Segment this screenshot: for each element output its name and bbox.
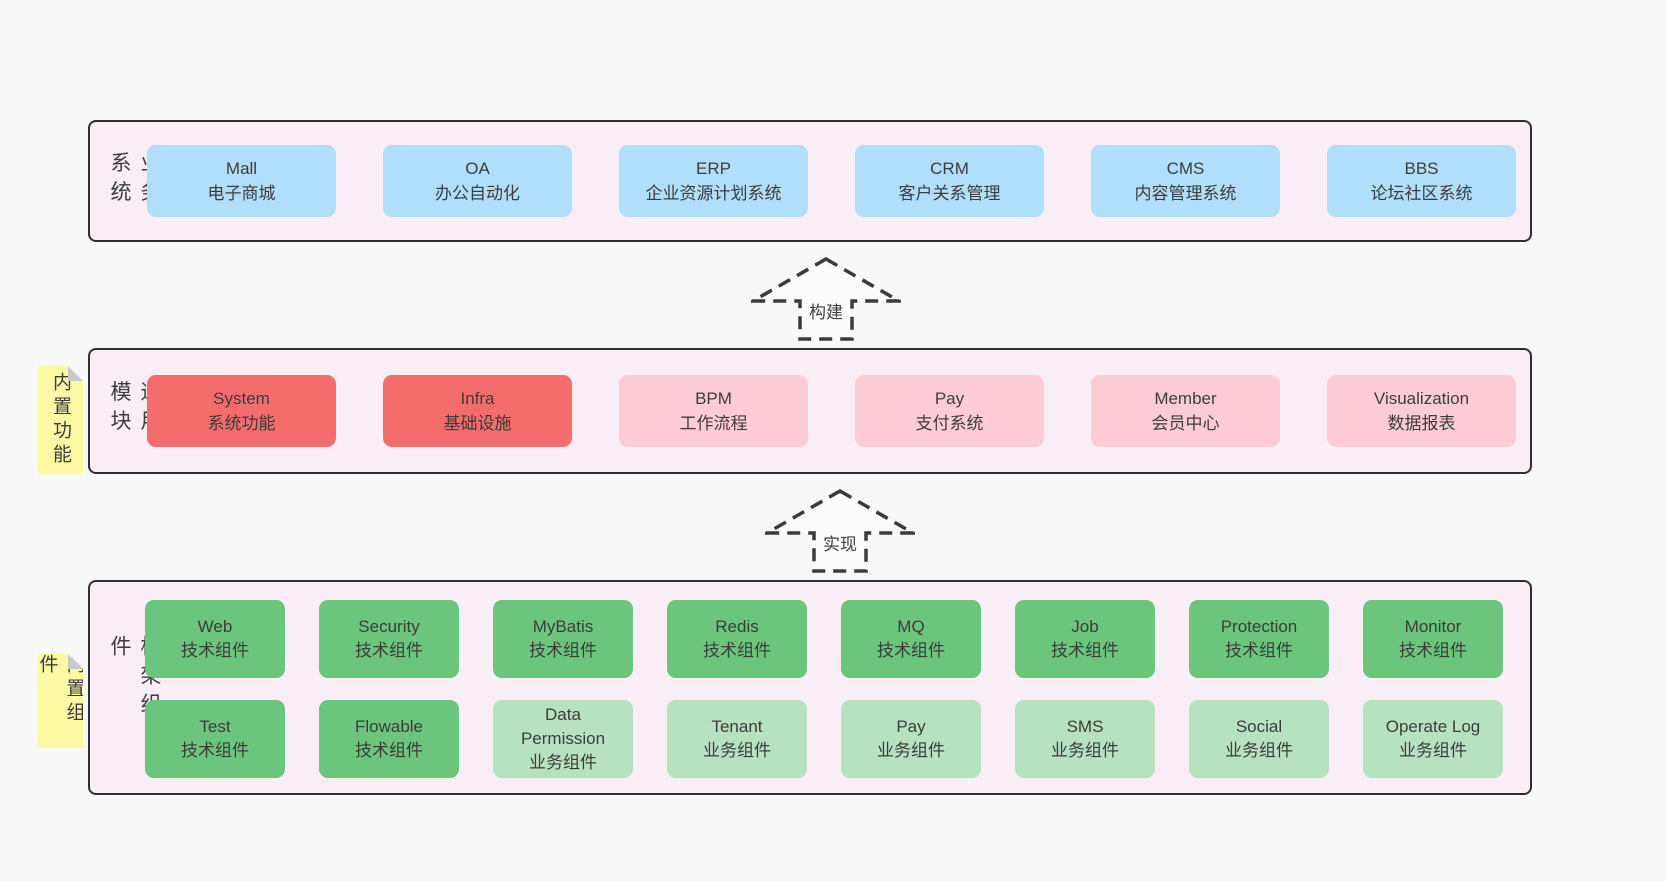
box-title: BPM [695, 388, 732, 408]
arrow-up-icon [751, 257, 901, 341]
box-bpm: BPM 工作流程 [619, 375, 808, 447]
box-web: Web 技术组件 [145, 600, 285, 678]
box-test: Test 技术组件 [145, 700, 285, 778]
box-data-permission: Data Permission 业务组件 [493, 700, 633, 778]
box-social: Social 业务组件 [1189, 700, 1329, 778]
box-title: SMS [1066, 717, 1104, 737]
box-title: Job [1071, 617, 1099, 637]
box-cms: CMS 内容管理系统 [1091, 145, 1280, 217]
box-title: Mall [225, 158, 258, 178]
box-flowable: Flowable 技术组件 [319, 700, 459, 778]
box-mq: MQ 技术组件 [841, 600, 981, 678]
box-subtitle: 业务组件 [1051, 741, 1119, 760]
arrow-implement-label: 实现 [823, 535, 857, 554]
arrow-implement: 实现 [765, 489, 915, 573]
box-title: Web [197, 617, 233, 637]
box-subtitle: 数据报表 [1387, 414, 1456, 433]
box-operate-log: Operate Log 业务组件 [1363, 700, 1503, 778]
box-subtitle: 内容管理系统 [1134, 184, 1237, 203]
box-protection: Protection 技术组件 [1189, 600, 1329, 678]
box-oa: OA 办公自动化 [383, 145, 572, 217]
box-tenant: Tenant 业务组件 [667, 700, 807, 778]
box-subtitle: 系统功能 [207, 414, 276, 433]
box-title: System [213, 388, 270, 408]
box-title: ERP [696, 158, 731, 178]
box-title: Visualization [1373, 388, 1470, 408]
box-pay-component: Pay 业务组件 [841, 700, 981, 778]
box-title: MQ [897, 617, 925, 637]
arrow-build: 构建 [751, 257, 901, 341]
box-subtitle: 技术组件 [181, 741, 249, 760]
box-title: Infra [460, 388, 495, 408]
box-title: Pay [934, 388, 965, 408]
box-subtitle: 基础设施 [443, 414, 512, 433]
box-subtitle: 技术组件 [703, 641, 771, 660]
note-built-in-components: 内置组件 [38, 654, 83, 748]
box-subtitle: 技术组件 [877, 641, 945, 660]
band-common-modules: 通用模块 System 系统功能 Infra 基础设施 BPM 工作流程 Pay… [88, 348, 1532, 474]
box-subtitle: 支付系统 [915, 414, 984, 433]
box-sms: SMS 业务组件 [1015, 700, 1155, 778]
box-title: Social [1235, 717, 1283, 737]
box-title: MyBatis [532, 617, 594, 637]
box-crm: CRM 客户关系管理 [855, 145, 1044, 217]
box-subtitle: 业务组件 [1399, 741, 1467, 760]
box-subtitle: 业务组件 [1225, 741, 1293, 760]
box-member: Member 会员中心 [1091, 375, 1280, 447]
box-subtitle: 技术组件 [355, 641, 423, 660]
box-system: System 系统功能 [147, 375, 336, 447]
box-redis: Redis 技术组件 [667, 600, 807, 678]
box-infra: Infra 基础设施 [383, 375, 572, 447]
box-subtitle: 电子商城 [207, 184, 276, 203]
box-erp: ERP 企业资源计划系统 [619, 145, 808, 217]
box-subtitle: 技术组件 [1051, 641, 1119, 660]
box-subtitle: 技术组件 [181, 641, 249, 660]
box-title: Security [358, 617, 420, 637]
box-title: Test [199, 717, 231, 737]
box-subtitle: 客户关系管理 [898, 184, 1001, 203]
note-built-in-features: 内置功能 [38, 366, 83, 474]
arrow-up-icon [765, 489, 915, 573]
box-title: BBS [1404, 158, 1439, 178]
box-subtitle: 论坛社区系统 [1370, 184, 1473, 203]
arrow-build-label: 构建 [809, 303, 843, 322]
box-subtitle: 办公自动化 [435, 184, 520, 203]
box-title: Operate Log [1385, 717, 1481, 737]
box-title: Data Permission [520, 705, 606, 749]
box-subtitle: 业务组件 [529, 752, 597, 772]
box-bbs: BBS 论坛社区系统 [1327, 145, 1516, 217]
box-subtitle: 业务组件 [877, 741, 945, 760]
box-subtitle: 技术组件 [1399, 641, 1467, 660]
box-title: Protection [1220, 617, 1298, 637]
box-subtitle: 技术组件 [529, 641, 597, 660]
band-business-systems: 业务系统 Mall 电子商城 OA 办公自动化 ERP 企业资源计划系统 CRM… [88, 120, 1532, 242]
box-subtitle: 业务组件 [703, 741, 771, 760]
note-label: 内置组件 [36, 654, 85, 726]
box-subtitle: 企业资源计划系统 [645, 184, 782, 203]
box-job: Job 技术组件 [1015, 600, 1155, 678]
box-subtitle: 技术组件 [355, 741, 423, 760]
box-mybatis: MyBatis 技术组件 [493, 600, 633, 678]
band-framework-components: 框架组件 Web 技术组件 Security 技术组件 MyBatis 技术组件… [88, 580, 1532, 795]
box-monitor: Monitor 技术组件 [1363, 600, 1503, 678]
note-label: 内置功能 [50, 372, 71, 468]
box-title: Redis [715, 617, 759, 637]
box-title: Member [1154, 388, 1217, 408]
box-title: CRM [930, 158, 969, 178]
box-subtitle: 工作流程 [679, 414, 748, 433]
box-title: Monitor [1404, 617, 1462, 637]
box-title: Pay [896, 717, 926, 737]
box-title: Flowable [354, 717, 424, 737]
box-mall: Mall 电子商城 [147, 145, 336, 217]
box-security: Security 技术组件 [319, 600, 459, 678]
box-title: Tenant [711, 717, 763, 737]
box-subtitle: 技术组件 [1225, 641, 1293, 660]
box-pay: Pay 支付系统 [855, 375, 1044, 447]
box-title: CMS [1166, 158, 1205, 178]
box-subtitle: 会员中心 [1151, 414, 1220, 433]
box-visualization: Visualization 数据报表 [1327, 375, 1516, 447]
box-title: OA [465, 158, 490, 178]
